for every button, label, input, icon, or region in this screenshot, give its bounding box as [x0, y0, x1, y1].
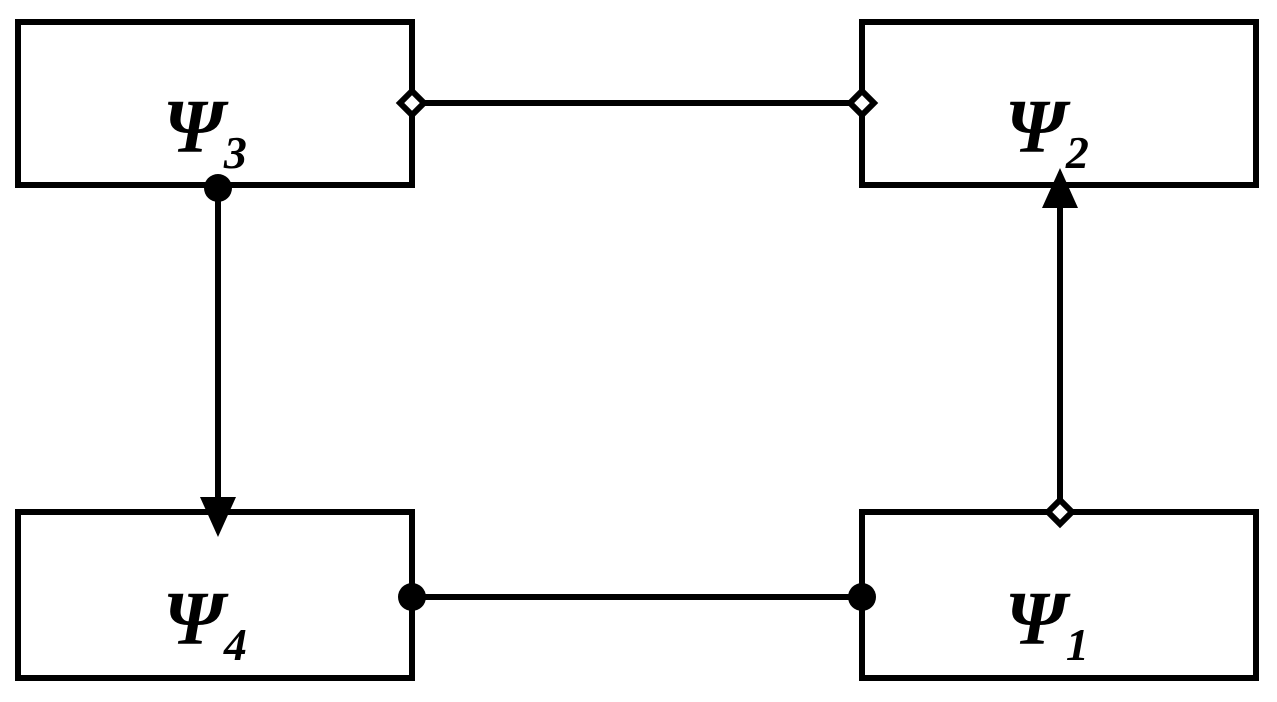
node-psi-1-label: Ψ1: [1005, 577, 1089, 670]
hollow-diamond-icon-psi3-right[interactable]: [395, 86, 429, 120]
node-psi-4-rect[interactable]: [15, 509, 415, 681]
node-psi-2-base: Ψ: [1005, 85, 1071, 169]
node-psi-3[interactable]: Ψ3: [15, 19, 415, 188]
node-psi-2[interactable]: Ψ2: [859, 19, 1259, 188]
node-psi-4-base: Ψ: [163, 577, 229, 661]
node-psi-2-label: Ψ2: [1005, 85, 1089, 178]
filled-circle-icon-psi3-bottom[interactable]: [204, 174, 232, 202]
hollow-diamond-icon-psi1-top[interactable]: [1043, 495, 1077, 529]
node-psi-2-subscript: 2: [1065, 127, 1089, 178]
node-psi-3-rect[interactable]: [15, 19, 415, 188]
node-psi-3-label: Ψ3: [163, 85, 247, 178]
node-psi-4[interactable]: Ψ4: [15, 509, 415, 681]
filled-arrowhead-icon-into-psi4[interactable]: [200, 497, 236, 537]
filled-arrowhead-icon-into-psi2[interactable]: [1042, 168, 1078, 208]
node-psi-3-subscript: 3: [223, 127, 247, 178]
node-psi-3-base: Ψ: [163, 85, 229, 169]
node-psi-4-subscript: 4: [223, 619, 247, 670]
marker-layer: [200, 86, 1078, 611]
filled-circle-icon-psi1-left[interactable]: [848, 583, 876, 611]
node-psi-1-subscript: 1: [1066, 619, 1089, 670]
node-psi-1[interactable]: Ψ1: [859, 509, 1259, 681]
node-psi-4-label: Ψ4: [163, 577, 247, 670]
node-layer: Ψ3 Ψ2 Ψ4 Ψ1: [15, 19, 1259, 681]
filled-circle-icon-psi4-right[interactable]: [398, 583, 426, 611]
node-psi-1-base: Ψ: [1005, 577, 1071, 661]
connector-layer: [215, 100, 1063, 600]
hollow-diamond-icon-psi2-left[interactable]: [845, 86, 879, 120]
